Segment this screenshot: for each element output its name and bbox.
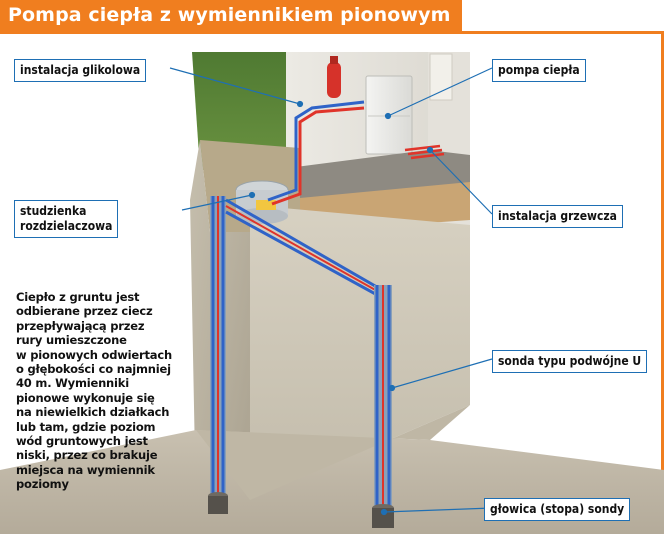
leader-lines — [169, 67, 493, 516]
pipe-to-house-cold — [267, 100, 365, 202]
label-manifold-well: studzienka rozdzielaczowa — [14, 200, 119, 238]
label-heat-pump: pompa ciepła — [492, 59, 586, 82]
label-heating-installation: instalacja grzewcza — [492, 205, 623, 228]
label-probe-head: głowica (stopa) sondy — [484, 498, 631, 521]
ground-front-face — [250, 205, 470, 500]
description-text: Ciepło z gruntu jest odbierane przez cie… — [16, 290, 172, 492]
label-double-u-probe: sonda typu podwójne U — [492, 350, 648, 373]
house-window — [429, 53, 453, 101]
diagram-title: Pompa ciepła z wymiennikiem pionowym — [8, 4, 451, 26]
header-pipes-hot — [225, 205, 387, 297]
frame-right-line — [661, 31, 664, 534]
expansion-tank — [327, 62, 341, 98]
header-pipes-cold — [225, 198, 383, 292]
pipe-to-house-hot — [271, 106, 365, 206]
label-glycol-installation: instalacja glikolowa — [14, 59, 147, 82]
frame-top-line — [462, 31, 664, 34]
floor-heating-pipes — [404, 144, 445, 160]
title-banner: Pompa ciepła z wymiennikiem pionowym — [0, 0, 462, 34]
